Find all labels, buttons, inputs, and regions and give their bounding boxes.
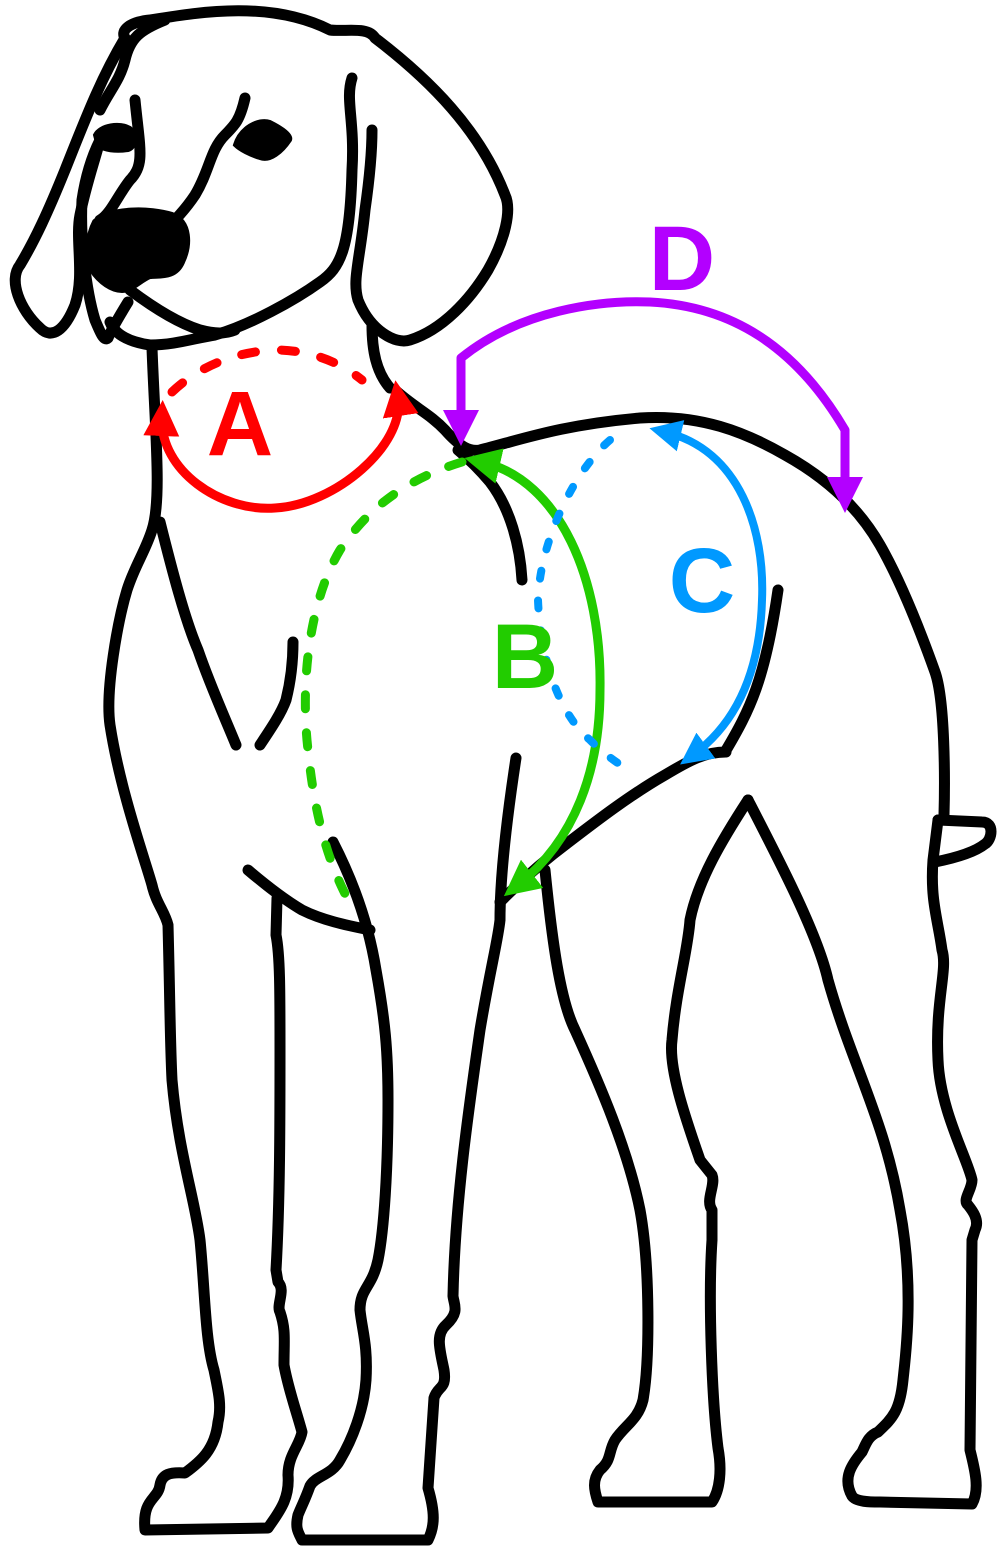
head-outline (104, 72, 359, 351)
head-top (118, 5, 514, 347)
snout (76, 134, 134, 345)
front-right-leg (291, 752, 522, 1546)
chest-label: B (492, 606, 558, 708)
front-left-leg-outer (103, 342, 308, 1536)
neck-label: A (207, 373, 273, 475)
belly-line (494, 746, 732, 908)
front-left-leg (154, 516, 242, 751)
eye-right (232, 119, 293, 161)
tail (929, 814, 997, 868)
dog-outline (9, 5, 997, 1546)
waist-label: C (669, 530, 735, 632)
back-length-arrow (443, 297, 863, 513)
back-length-label: D (649, 208, 715, 310)
hip-line (719, 584, 784, 758)
neck-measure-arrow (143, 380, 419, 513)
cheek-line (159, 92, 251, 236)
neck-measurement (143, 345, 419, 513)
back-length-measurement (443, 297, 863, 513)
front-chest-line (242, 864, 376, 936)
nose (85, 207, 191, 294)
forehead-line (94, 14, 171, 116)
back-right-leg (742, 794, 983, 1510)
chest-crease (254, 636, 299, 751)
brow-line (94, 94, 146, 226)
back-left-leg (539, 794, 754, 1508)
chest-measure-dashed (300, 457, 467, 917)
eye-left (92, 122, 137, 153)
mouth-line (124, 284, 241, 339)
